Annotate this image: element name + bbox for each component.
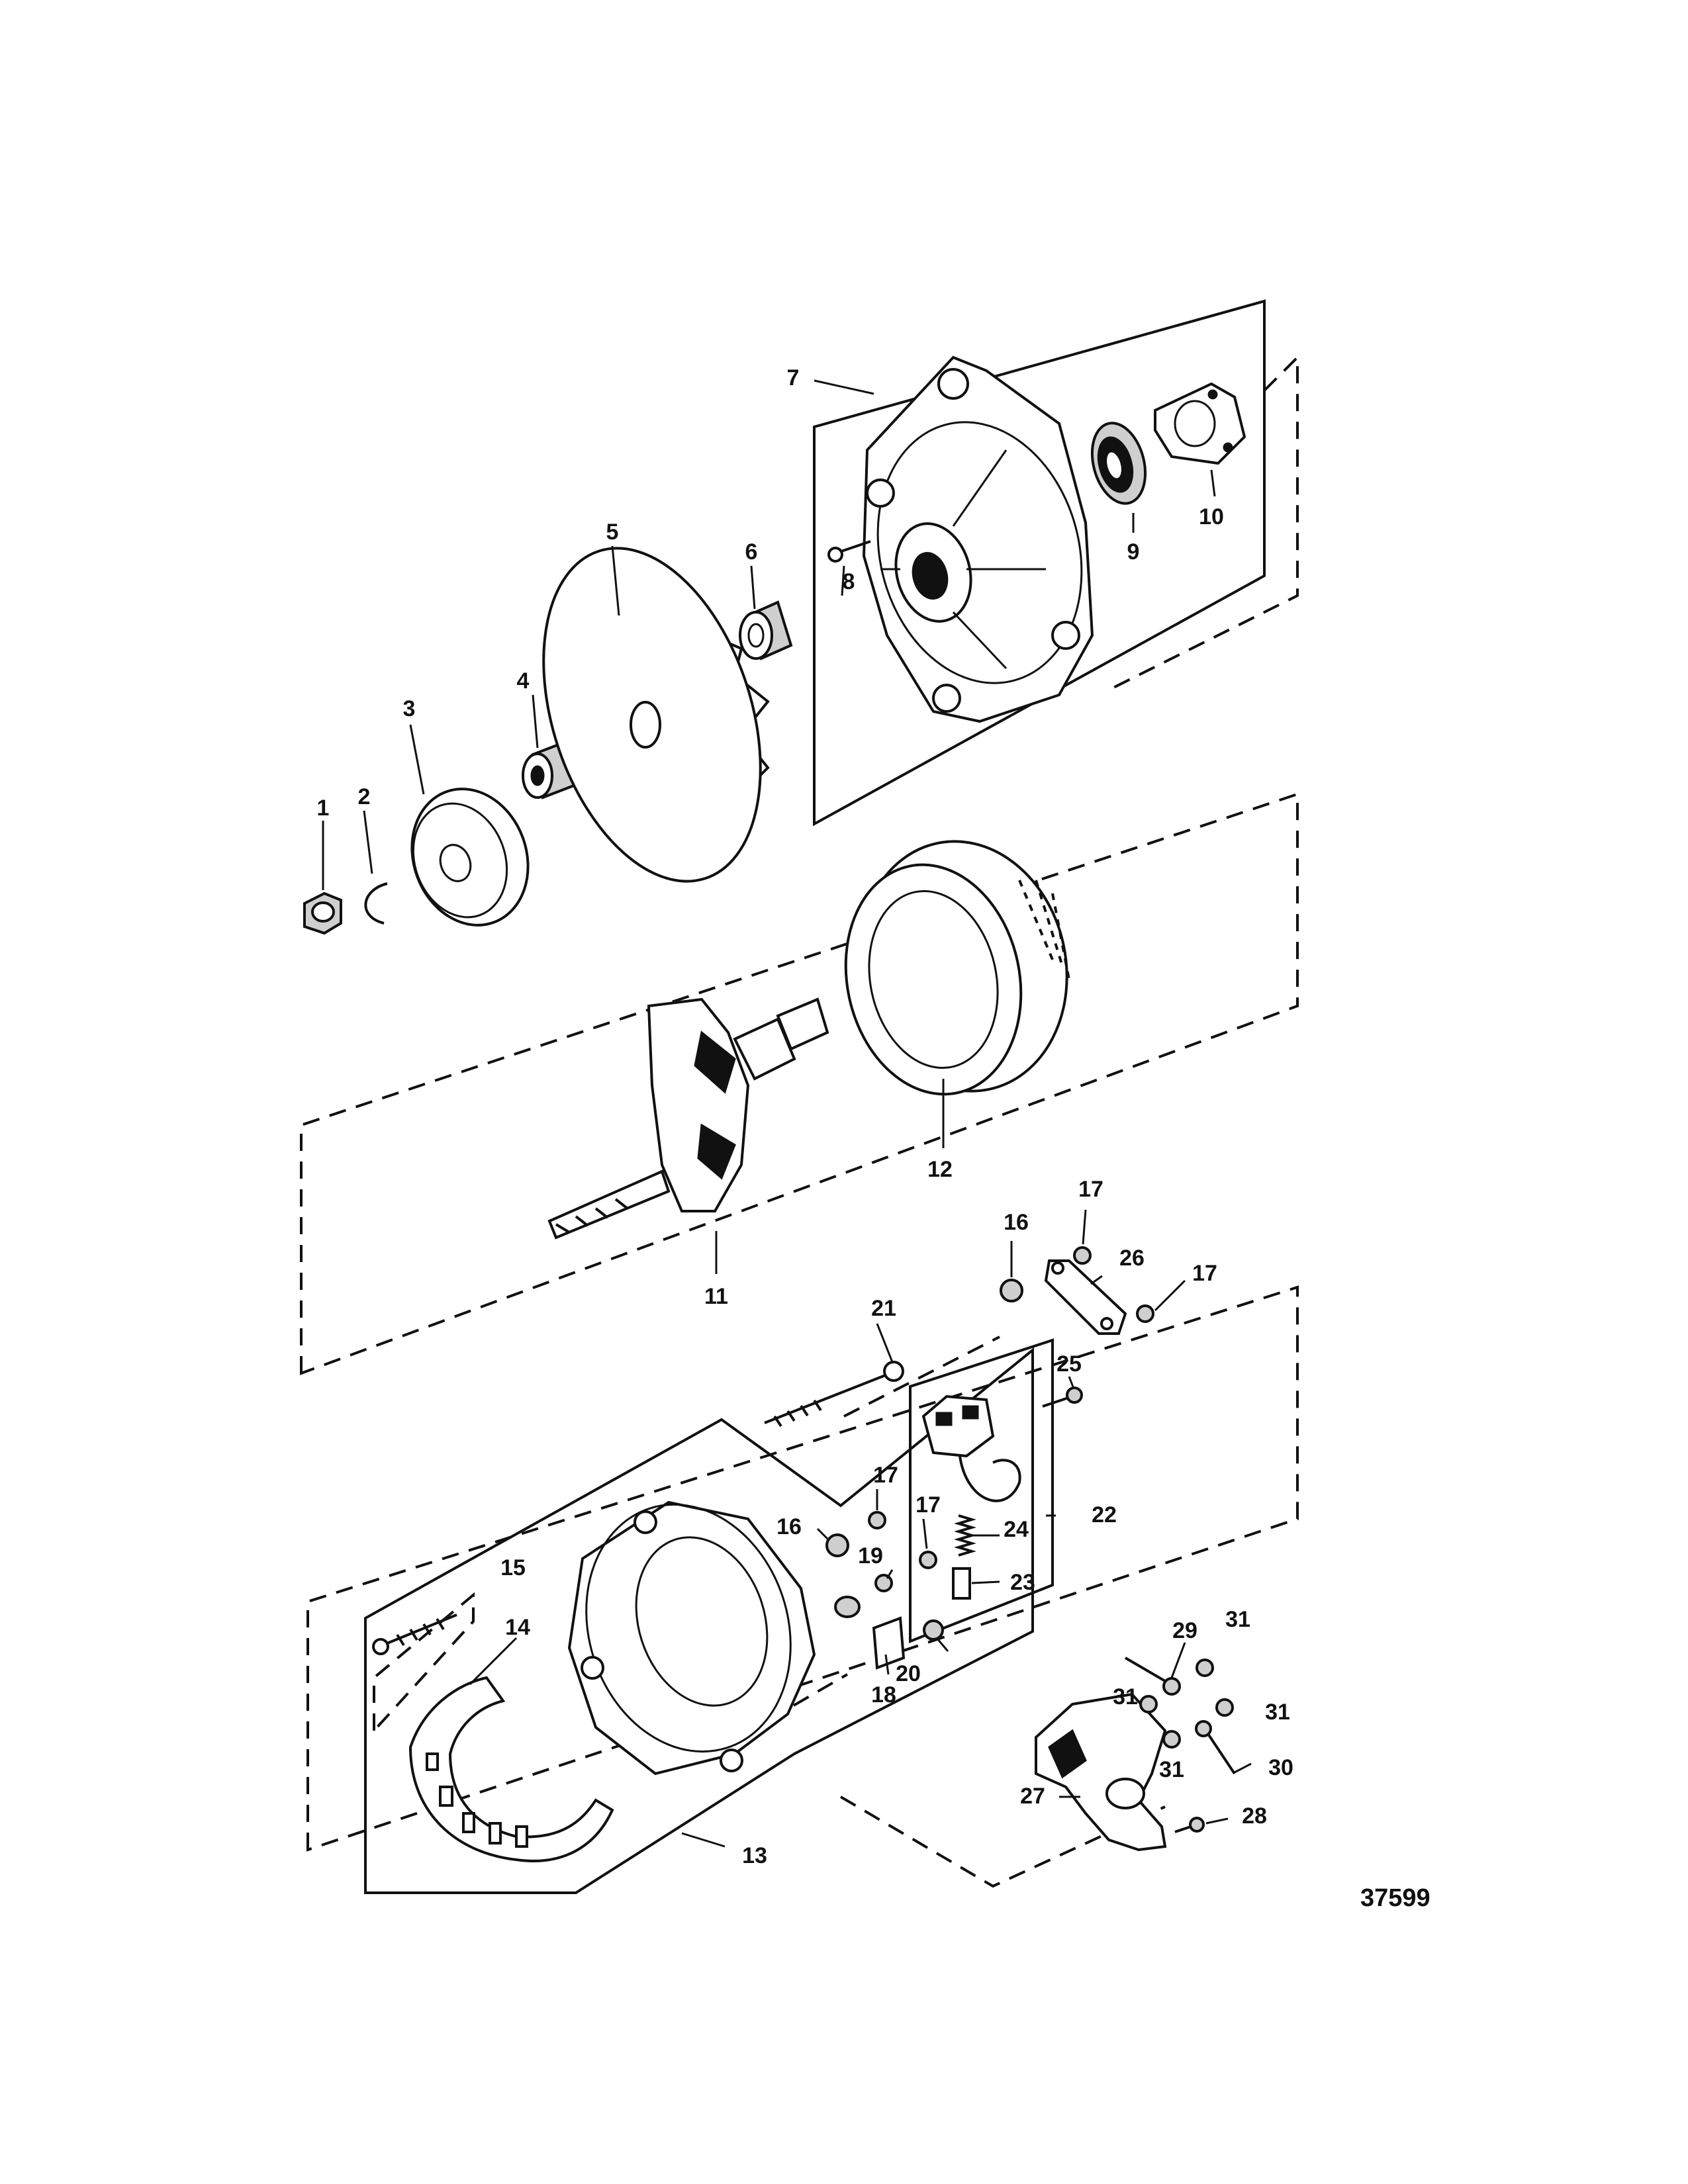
leader-lines bbox=[322, 379, 1252, 1848]
snap-ring-2 bbox=[364, 882, 388, 925]
callout-17d: 17 bbox=[915, 1492, 941, 1518]
wire-29 bbox=[1124, 1657, 1181, 1696]
callout-1: 1 bbox=[317, 796, 330, 821]
callout-3: 3 bbox=[403, 696, 416, 721]
rear-housing-dashed-box bbox=[306, 1285, 1299, 1852]
rotor-stator-dashed-box bbox=[300, 792, 1299, 1375]
wire-30 bbox=[1195, 1720, 1236, 1775]
screw-8 bbox=[827, 540, 871, 563]
rear-housing-group-box bbox=[364, 1347, 1034, 1894]
callout-12: 12 bbox=[927, 1157, 953, 1182]
stator-12 bbox=[844, 840, 1070, 1096]
callout-31a: 31 bbox=[1225, 1607, 1250, 1632]
brush-23 bbox=[952, 1567, 971, 1600]
callout-7: 7 bbox=[787, 365, 800, 390]
callout-2: 2 bbox=[358, 784, 371, 809]
callout-18: 18 bbox=[871, 1682, 896, 1707]
callout-26: 26 bbox=[1119, 1246, 1145, 1271]
fan-5 bbox=[542, 547, 770, 883]
cover-27 bbox=[1035, 1692, 1167, 1852]
insulator-19 bbox=[874, 1574, 893, 1592]
callout-24: 24 bbox=[1004, 1517, 1029, 1542]
cover-dashed-box bbox=[839, 1796, 1166, 1888]
bolt-15 bbox=[372, 1614, 457, 1655]
front-housing-7 bbox=[862, 355, 1094, 723]
brush-holder-22 bbox=[921, 1394, 1021, 1502]
washer-17b bbox=[1136, 1304, 1154, 1323]
callout-16a: 16 bbox=[1004, 1210, 1029, 1235]
callout-4: 4 bbox=[517, 668, 530, 694]
callout-31b: 31 bbox=[1265, 1700, 1290, 1725]
washer-31b bbox=[1215, 1698, 1234, 1717]
figure-number: 37599 bbox=[1360, 1884, 1430, 1912]
washer-31d bbox=[1162, 1730, 1181, 1749]
callout-15: 15 bbox=[500, 1555, 526, 1580]
dashed-guide bbox=[843, 1336, 1000, 1418]
callout-23: 23 bbox=[1010, 1570, 1035, 1595]
screw-25 bbox=[1042, 1387, 1083, 1408]
callout-20: 20 bbox=[896, 1661, 921, 1686]
callout-29: 29 bbox=[1172, 1618, 1197, 1643]
heat-shield-14 bbox=[408, 1676, 614, 1862]
washer-31a bbox=[1196, 1659, 1214, 1677]
bearing-9 bbox=[1090, 422, 1147, 505]
callout-10: 10 bbox=[1199, 504, 1224, 529]
washer-17a bbox=[1073, 1246, 1092, 1265]
callout-25: 25 bbox=[1056, 1351, 1082, 1377]
callout-28: 28 bbox=[1242, 1803, 1267, 1829]
terminal-18 bbox=[834, 1596, 906, 1670]
front-housing-group-box bbox=[813, 299, 1266, 827]
strap-26 bbox=[1044, 1259, 1127, 1335]
parts bbox=[303, 355, 1246, 1862]
pulley-3 bbox=[410, 788, 530, 927]
heat-shield-dashed-box bbox=[373, 1592, 475, 1735]
nut-16a bbox=[1000, 1279, 1023, 1302]
callout-8: 8 bbox=[843, 569, 855, 594]
retainer-plate-10 bbox=[1154, 382, 1246, 465]
collar-6 bbox=[739, 600, 793, 660]
nut-1 bbox=[303, 891, 342, 935]
callout-labels: 1 2 3 4 5 6 7 8 9 10 11 12 13 14 15 16 1… bbox=[317, 365, 1293, 1868]
nut-20 bbox=[923, 1619, 944, 1641]
callout-19: 19 bbox=[858, 1543, 883, 1569]
screw-28 bbox=[1174, 1817, 1205, 1833]
brush-holder-group-box bbox=[909, 1338, 1054, 1643]
callout-5: 5 bbox=[606, 520, 619, 545]
callout-17a: 17 bbox=[1078, 1177, 1103, 1202]
callout-22: 22 bbox=[1092, 1502, 1117, 1527]
spring-24 bbox=[954, 1514, 976, 1557]
nut-16b bbox=[825, 1533, 849, 1557]
group-outlines bbox=[300, 299, 1299, 1894]
callout-17b: 17 bbox=[1192, 1261, 1217, 1286]
callout-9: 9 bbox=[1127, 539, 1140, 565]
through-bolt-21 bbox=[764, 1361, 904, 1428]
callout-31d: 31 bbox=[1159, 1757, 1184, 1782]
callout-17c: 17 bbox=[873, 1463, 898, 1488]
washer-17c bbox=[868, 1511, 886, 1529]
callout-30: 30 bbox=[1268, 1755, 1293, 1780]
washer-17d bbox=[919, 1551, 937, 1569]
rear-housing-13 bbox=[567, 1500, 816, 1776]
callout-11: 11 bbox=[704, 1284, 728, 1309]
callout-21: 21 bbox=[871, 1296, 896, 1321]
callout-13: 13 bbox=[742, 1843, 767, 1868]
callout-27: 27 bbox=[1020, 1784, 1045, 1809]
callout-6: 6 bbox=[745, 539, 758, 565]
washer-31c bbox=[1139, 1695, 1158, 1713]
callout-16b: 16 bbox=[776, 1514, 802, 1539]
callout-14: 14 bbox=[505, 1615, 530, 1640]
callout-31c: 31 bbox=[1113, 1684, 1138, 1709]
rotor-11 bbox=[547, 997, 829, 1240]
